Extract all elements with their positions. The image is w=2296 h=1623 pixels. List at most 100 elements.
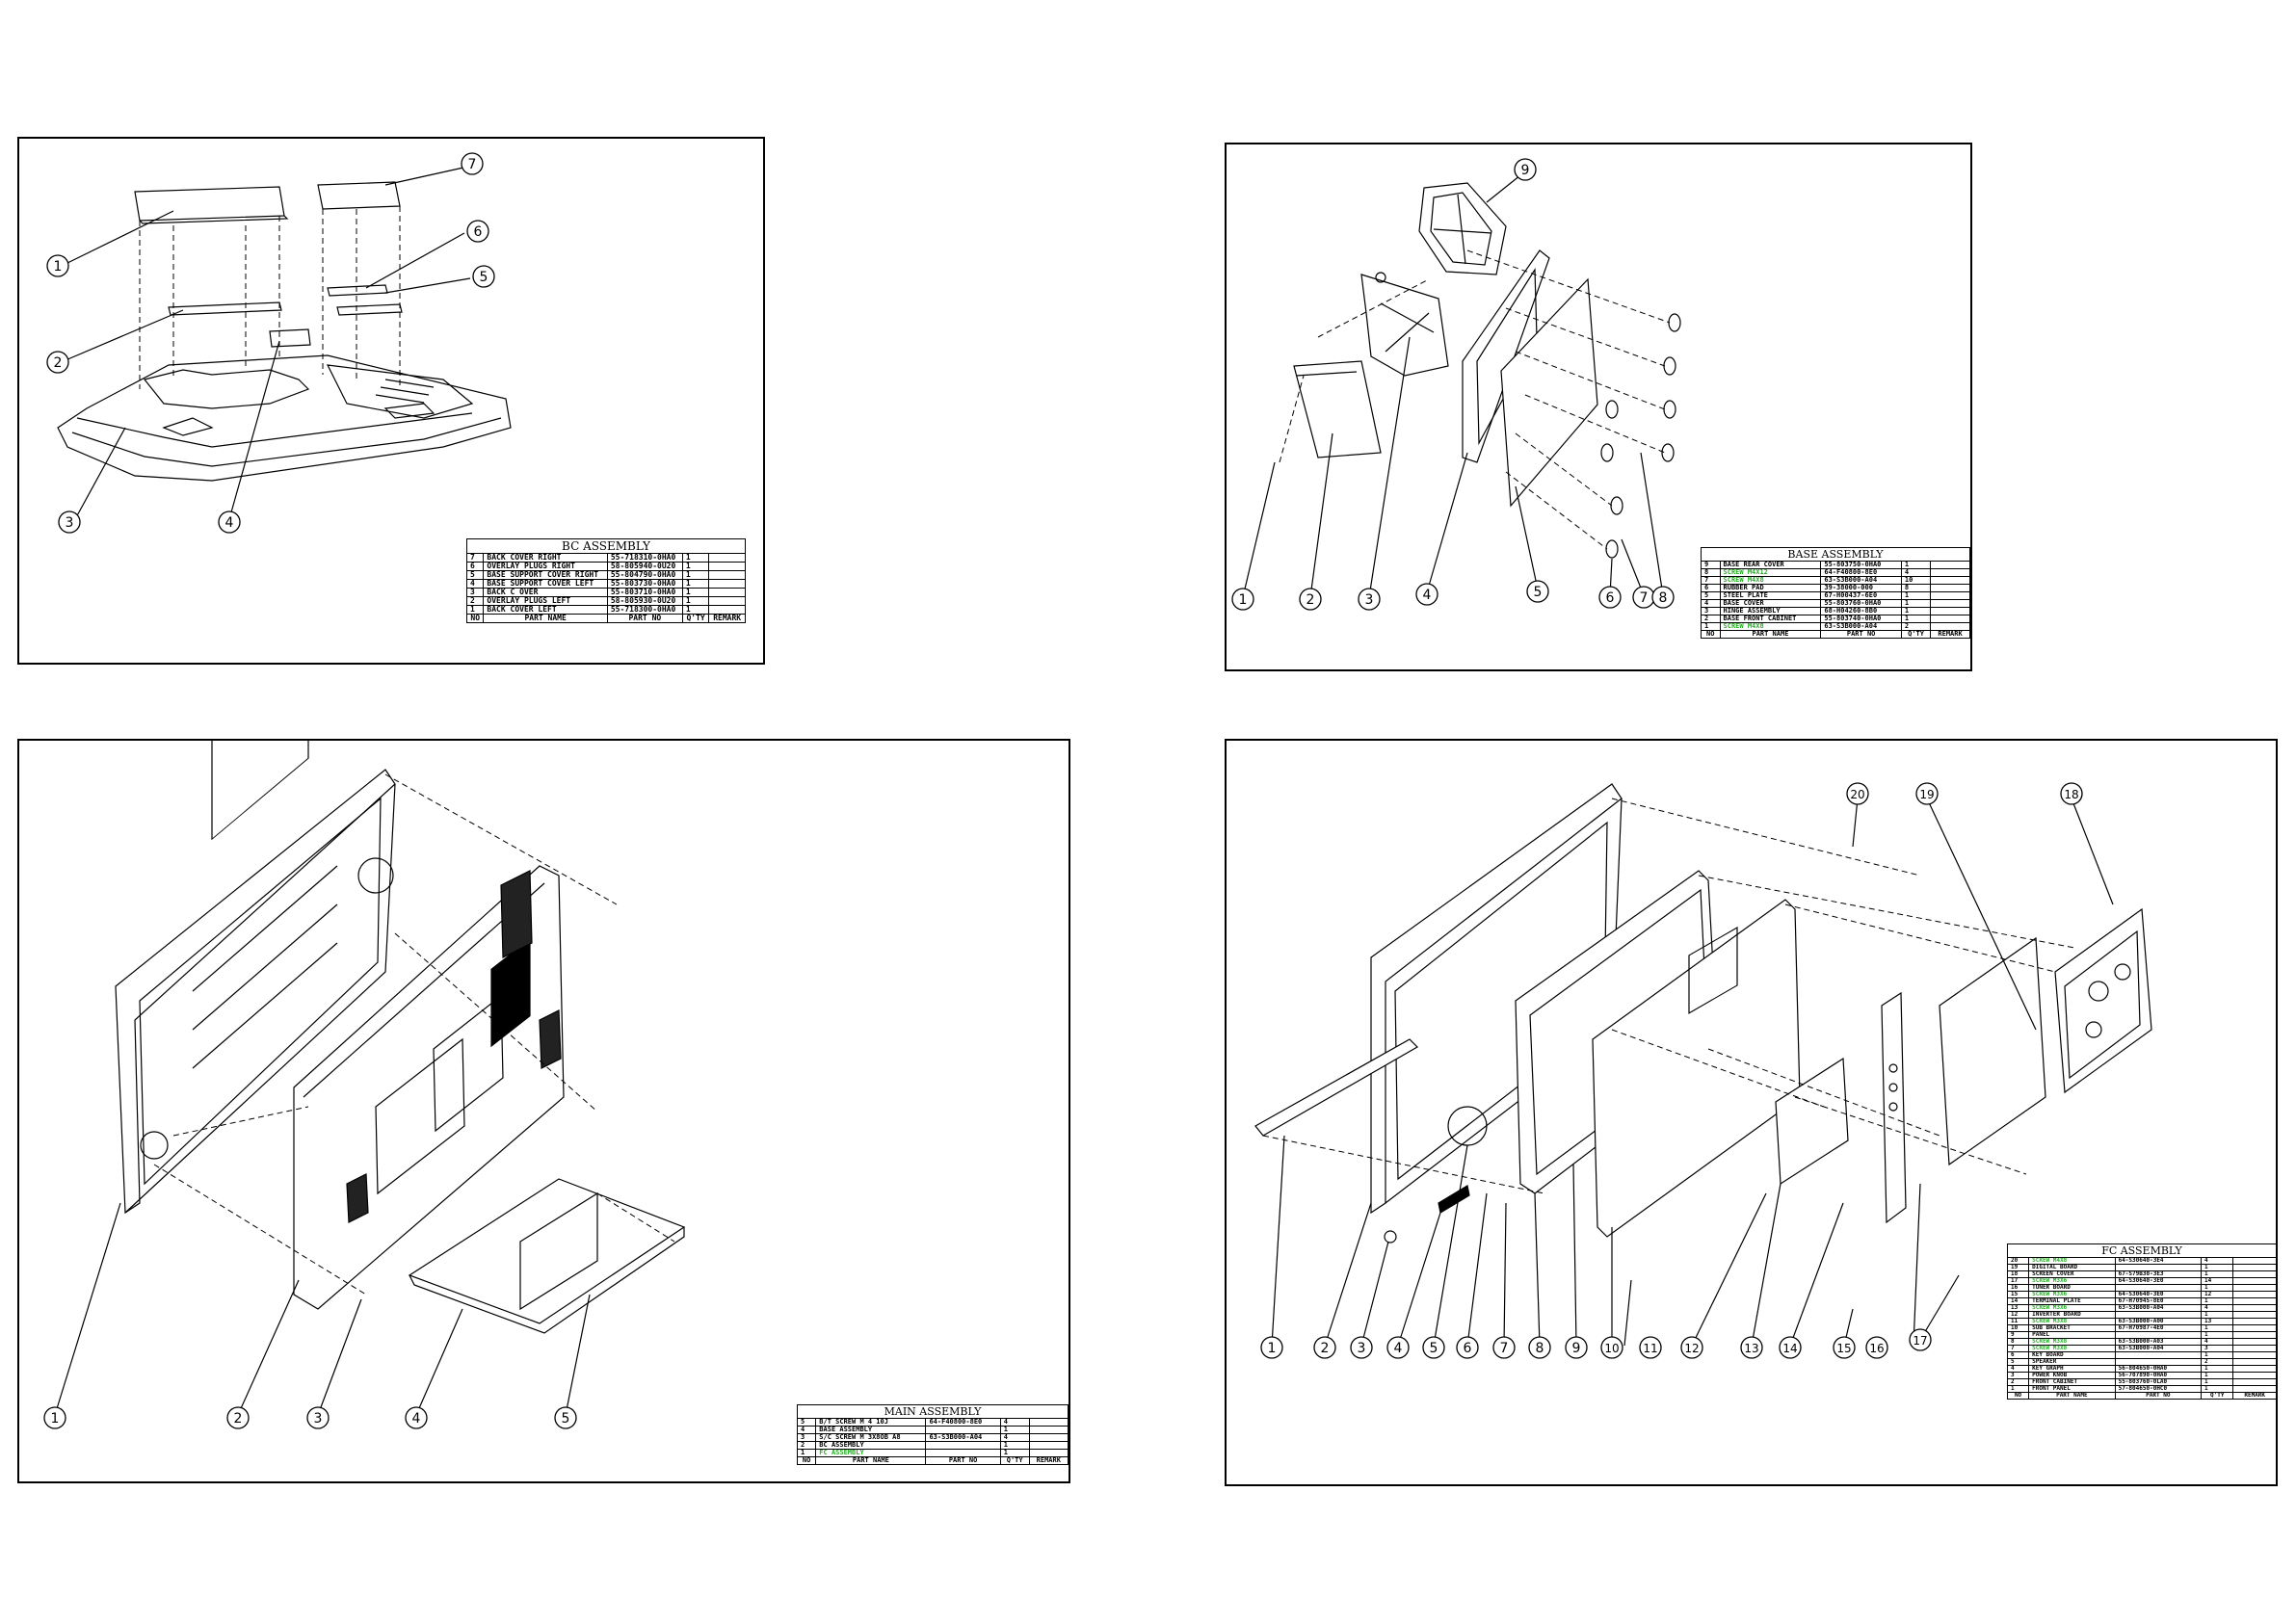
remark xyxy=(1028,1441,1069,1450)
part-name: POWER KNOB xyxy=(2028,1372,2116,1379)
part-no: 56-804650-0HA0 xyxy=(2114,1365,2203,1373)
callout-number: 6 xyxy=(1606,590,1615,606)
remark xyxy=(1930,622,1970,631)
quantity: 4 xyxy=(999,1433,1030,1442)
callout-15: 15 xyxy=(1833,1336,1856,1359)
remark xyxy=(1930,584,1970,592)
callout-6: 6 xyxy=(1598,586,1622,609)
column-header: REMARK xyxy=(1930,630,1970,639)
part-no xyxy=(2114,1358,2203,1366)
remark xyxy=(2232,1277,2277,1285)
quantity: 1 xyxy=(681,588,710,597)
callout-number: 1 xyxy=(1268,1341,1277,1356)
quantity: 1 xyxy=(2201,1331,2234,1339)
part-name: BACK COVER RIGHT xyxy=(483,553,608,563)
callout-number: 16 xyxy=(1869,1342,1884,1355)
callout-number: 1 xyxy=(54,259,63,275)
part-no: 55-803710-0HA0 xyxy=(606,588,683,597)
part-name: PANEL xyxy=(2028,1331,2116,1339)
row-no: 1 xyxy=(465,605,485,615)
part-name: RUBBER PAD xyxy=(1719,584,1822,592)
callout-number: 18 xyxy=(2064,788,2078,801)
part-no: 39-38000-000 xyxy=(1820,584,1902,592)
remark xyxy=(1028,1418,1069,1427)
quantity: 1 xyxy=(2201,1351,2234,1359)
part-name: FC ASSEMBLY xyxy=(815,1449,927,1457)
row-no: 14 xyxy=(2006,1297,2030,1305)
part-no: 64-S30640-3E4 xyxy=(2114,1257,2203,1265)
part-name: SCREW M4X8 xyxy=(1719,622,1822,631)
callout-number: 20 xyxy=(1850,788,1864,801)
row-no: 2 xyxy=(1701,615,1721,623)
fc-table-title: FC ASSEMBLY xyxy=(2007,1243,2277,1257)
part-name: KEY GRAPH xyxy=(2028,1365,2116,1373)
quantity: 1 xyxy=(999,1449,1030,1457)
part-no: 64-S30640-3E0 xyxy=(2114,1277,2203,1285)
callout-number: 7 xyxy=(1500,1341,1509,1356)
callout-6: 6 xyxy=(1456,1336,1479,1359)
part-no: 67-S79B30-3E3 xyxy=(2114,1270,2203,1278)
row-no: 1 xyxy=(1701,622,1721,631)
row-no: 10 xyxy=(2006,1324,2030,1332)
part-no: 64-F40800-8E0 xyxy=(925,1418,1001,1427)
part-no: 63-S3B000-A04 xyxy=(1820,622,1902,631)
callout-number: 11 xyxy=(1643,1342,1657,1355)
column-header: NO xyxy=(465,614,485,623)
remark xyxy=(2232,1365,2277,1373)
part-no: 55-803750-0HA0 xyxy=(1820,561,1902,569)
part-name: INVERTER BOARD xyxy=(2028,1311,2116,1319)
part-no: 55-803740-0HA0 xyxy=(1820,615,1902,623)
column-header: PART NAME xyxy=(1719,630,1822,639)
callout-number: 6 xyxy=(1464,1341,1472,1356)
callout-number: 17 xyxy=(1913,1334,1927,1348)
remark xyxy=(1930,615,1970,623)
column-header: NO xyxy=(2006,1392,2030,1400)
remark xyxy=(2232,1270,2277,1278)
part-name: B/T SCREW M 4 10J xyxy=(815,1418,927,1427)
part-name: BASE SUPPORT COVER LEFT xyxy=(483,579,608,589)
part-name: BASE REAR COVER xyxy=(1719,561,1822,569)
callout-number: 7 xyxy=(468,157,477,172)
column-header: PART NO xyxy=(925,1456,1001,1465)
callout-1: 1 xyxy=(1260,1336,1283,1359)
row-no: 12 xyxy=(2006,1311,2030,1319)
part-name: BASE ASSEMBLY xyxy=(815,1426,927,1434)
quantity: 1 xyxy=(681,553,710,563)
callout-3: 3 xyxy=(58,510,81,534)
part-name: SCREW M3X8 xyxy=(2028,1318,2116,1325)
column-header: PART NO xyxy=(2114,1392,2203,1400)
remark xyxy=(2232,1284,2277,1292)
callout-1: 1 xyxy=(43,1406,66,1429)
quantity: 1 xyxy=(2201,1297,2234,1305)
row-no: 15 xyxy=(2006,1291,2030,1298)
remark xyxy=(708,553,746,563)
callout-number: 15 xyxy=(1836,1342,1851,1355)
remark xyxy=(2232,1264,2277,1271)
callout-number: 5 xyxy=(562,1411,570,1427)
row-no: 5 xyxy=(796,1418,817,1427)
row-no: 3 xyxy=(465,588,485,597)
part-name: BACK C OVER xyxy=(483,588,608,597)
part-name: SCREW M3X8 xyxy=(2028,1345,2116,1352)
callout-19: 19 xyxy=(1915,782,1939,805)
quantity: 1 xyxy=(2201,1284,2234,1292)
part-name: SPEAKER xyxy=(2028,1358,2116,1366)
part-name: SCREW M4X12 xyxy=(1719,568,1822,577)
row-no: 4 xyxy=(2006,1365,2030,1373)
quantity: 4 xyxy=(2201,1257,2234,1265)
column-header: Q'TY xyxy=(1900,630,1932,639)
